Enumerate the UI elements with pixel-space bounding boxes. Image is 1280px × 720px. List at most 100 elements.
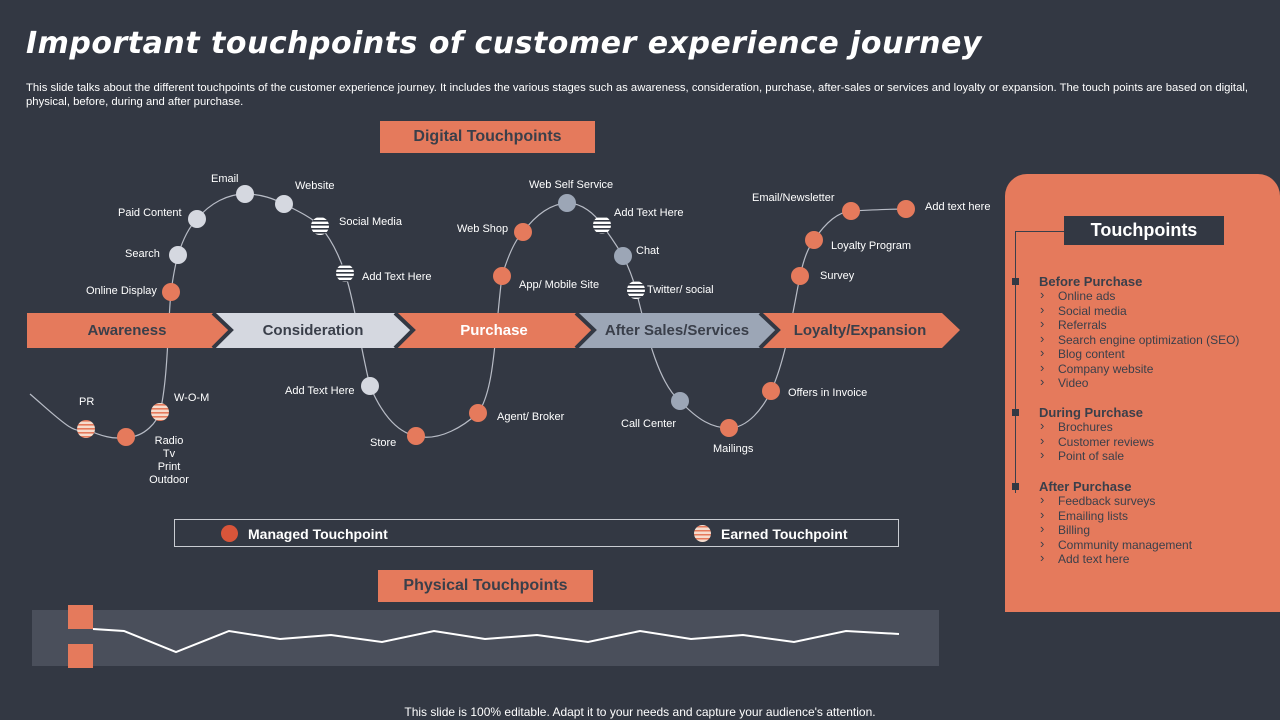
- footer-note: This slide is 100% editable. Adapt it to…: [404, 705, 876, 719]
- list-item: Blog content: [1039, 346, 1239, 362]
- physical-marker-bottom: [68, 644, 93, 668]
- list-item: Online ads: [1039, 288, 1239, 304]
- legend-earned: Earned Touchpoint: [694, 525, 848, 542]
- list-item: Company website: [1039, 361, 1239, 377]
- page-description: This slide talks about the different tou…: [26, 82, 1249, 108]
- list-item: Referrals: [1039, 317, 1239, 333]
- list-item: Add text here: [1039, 551, 1192, 567]
- label-web-shop: Web Shop: [457, 223, 509, 235]
- node-paid-content: [188, 210, 206, 228]
- stage-loyalty: [760, 313, 960, 348]
- panel-connector-top: [1015, 231, 1064, 232]
- label-website: Website: [295, 180, 335, 192]
- node-chat: [614, 247, 632, 265]
- list-item: Emailing lists: [1039, 508, 1192, 524]
- label-tv: Tv: [162, 448, 176, 460]
- node-store: [407, 427, 425, 445]
- list-item: Customer reviews: [1039, 434, 1154, 450]
- node-radio: [117, 428, 135, 446]
- group-title: After Purchase: [1039, 479, 1132, 494]
- label-loyalty-program: Loyalty Program: [831, 240, 912, 252]
- node-loyalty-program: [805, 231, 823, 249]
- node-email: [236, 185, 254, 203]
- bullet-icon: [1012, 278, 1019, 285]
- node-search: [169, 246, 187, 264]
- label-email-newsletter: Email/Newsletter: [752, 192, 835, 204]
- list-item: Point of sale: [1039, 448, 1154, 464]
- label-chat: Chat: [636, 245, 660, 257]
- node-mailings: [720, 419, 738, 437]
- label-social-media: Social Media: [339, 216, 402, 228]
- label-agent-broker: Agent/ Broker: [497, 411, 565, 423]
- earned-dot-icon: [694, 525, 711, 542]
- group-title: During Purchase: [1039, 405, 1144, 420]
- legend: Managed Touchpoint Earned Touchpoint: [174, 519, 899, 547]
- list-item: Brochures: [1039, 419, 1154, 435]
- node-add-text-2: [361, 377, 379, 395]
- node-agent-broker: [469, 404, 487, 422]
- stage-label-after-sales: After Sales/Services: [604, 322, 750, 339]
- node-survey: [791, 267, 809, 285]
- node-call-center: [671, 392, 689, 410]
- label-paid-content: Paid Content: [118, 207, 182, 219]
- node-add-text-3: [593, 216, 611, 234]
- node-web-self-service: [558, 194, 576, 212]
- stage-label-consideration: Consideration: [262, 322, 364, 339]
- stage-label-awareness: Awareness: [87, 322, 167, 339]
- label-add-text-3: Add Text Here: [614, 207, 684, 219]
- label-email: Email: [211, 173, 239, 185]
- label-app-mobile: App/ Mobile Site: [519, 279, 600, 291]
- group-during-purchase: During Purchase Brochures Customer revie…: [1012, 405, 1154, 464]
- stage-purchase: [395, 313, 594, 348]
- stage-consideration: [213, 313, 413, 348]
- node-add-text-1: [336, 264, 354, 282]
- label-online-display: Online Display: [86, 285, 157, 297]
- stage-label-loyalty: Loyalty/Expansion: [793, 322, 927, 339]
- node-website: [275, 195, 293, 213]
- label-physical-media: Radio Tv Print Outdoor: [140, 435, 198, 487]
- node-web-shop: [514, 223, 532, 241]
- node-offers-invoice: [762, 382, 780, 400]
- group-after-purchase: After Purchase Feedback surveys Emailing…: [1012, 479, 1192, 567]
- physical-line: [92, 628, 900, 654]
- list-item: Search engine optimization (SEO): [1039, 332, 1239, 348]
- label-survey: Survey: [820, 270, 855, 282]
- managed-dot-icon: [221, 525, 238, 542]
- node-email-newsletter: [842, 202, 860, 220]
- node-app-mobile: [493, 267, 511, 285]
- legend-managed-label: Managed Touchpoint: [248, 525, 388, 542]
- bullet-icon: [1012, 483, 1019, 490]
- list-item: Community management: [1039, 537, 1192, 553]
- label-offers-invoice: Offers in Invoice: [788, 387, 868, 399]
- label-print: Print: [157, 461, 181, 473]
- list-item: Social media: [1039, 303, 1239, 319]
- label-radio: Radio: [154, 435, 184, 447]
- list-item: Feedback surveys: [1039, 493, 1192, 509]
- panel-heading: Touchpoints: [1064, 216, 1224, 245]
- label-mailings: Mailings: [713, 443, 754, 455]
- stage-awareness: [27, 313, 231, 348]
- list-item: Billing: [1039, 522, 1192, 538]
- label-add-text-4: Add text here: [925, 201, 991, 213]
- physical-touchpoints-header: Physical Touchpoints: [378, 570, 593, 602]
- label-pr: PR: [79, 396, 95, 408]
- node-add-text-4: [897, 200, 915, 218]
- node-pr: [77, 420, 95, 438]
- label-add-text-2: Add Text Here: [285, 385, 355, 397]
- label-store: Store: [370, 437, 397, 449]
- node-twitter: [627, 281, 645, 299]
- label-add-text-1: Add Text Here: [362, 271, 432, 283]
- label-twitter: Twitter/ social: [647, 284, 714, 296]
- label-web-self-service: Web Self Service: [529, 179, 614, 191]
- label-wom: W-O-M: [174, 392, 210, 404]
- node-online-display: [162, 283, 180, 301]
- group-before-purchase: Before Purchase Online ads Social media …: [1012, 274, 1239, 391]
- list-item: Video: [1039, 375, 1239, 391]
- bullet-icon: [1012, 409, 1019, 416]
- panel-connector-line: [1015, 232, 1016, 493]
- group-title: Before Purchase: [1039, 274, 1143, 289]
- legend-managed: Managed Touchpoint: [221, 525, 388, 542]
- node-social-media: [311, 217, 329, 235]
- label-search: Search: [125, 248, 160, 260]
